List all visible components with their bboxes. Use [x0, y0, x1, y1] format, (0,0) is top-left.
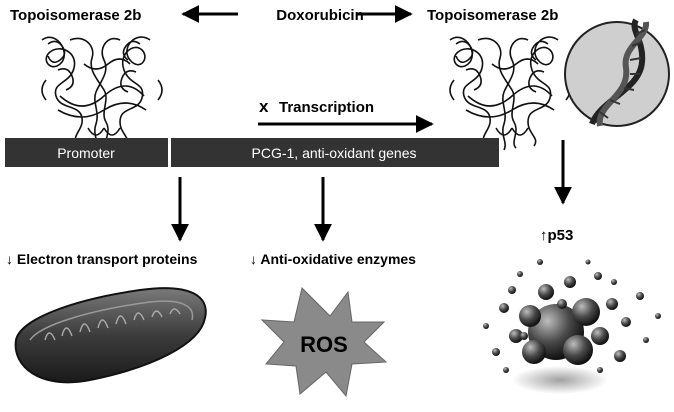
- starburst-icon: [260, 287, 388, 398]
- cell-burst-icon: [483, 259, 661, 394]
- dna-helix-icon: [564, 18, 670, 127]
- genes-bar: [171, 138, 499, 167]
- topoisomerase-left-label: Topoisomerase 2b: [10, 7, 141, 24]
- transcription-label: Transcription: [279, 99, 374, 116]
- promoter-bar: [5, 138, 168, 167]
- genes-label: PCG-1, anti-oxidant genes: [252, 145, 417, 161]
- mitochondrion-icon: [14, 287, 207, 384]
- antioxidative-label: ↓ Anti-oxidative enzymes: [250, 251, 416, 267]
- ros-label: ROS: [300, 332, 348, 357]
- protein-structure-icon: [449, 36, 571, 151]
- transcription-block-mark: x: [259, 97, 269, 116]
- electron-transport-label: ↓ Electron transport proteins: [6, 251, 198, 267]
- doxorubicin-label: Doxorubicin: [276, 7, 364, 24]
- topoisomerase-right-label: Topoisomerase 2b: [427, 7, 558, 24]
- promoter-label: Promoter: [57, 145, 115, 161]
- p53-label: ↑p53: [540, 227, 573, 244]
- protein-structure-icon: [41, 36, 163, 151]
